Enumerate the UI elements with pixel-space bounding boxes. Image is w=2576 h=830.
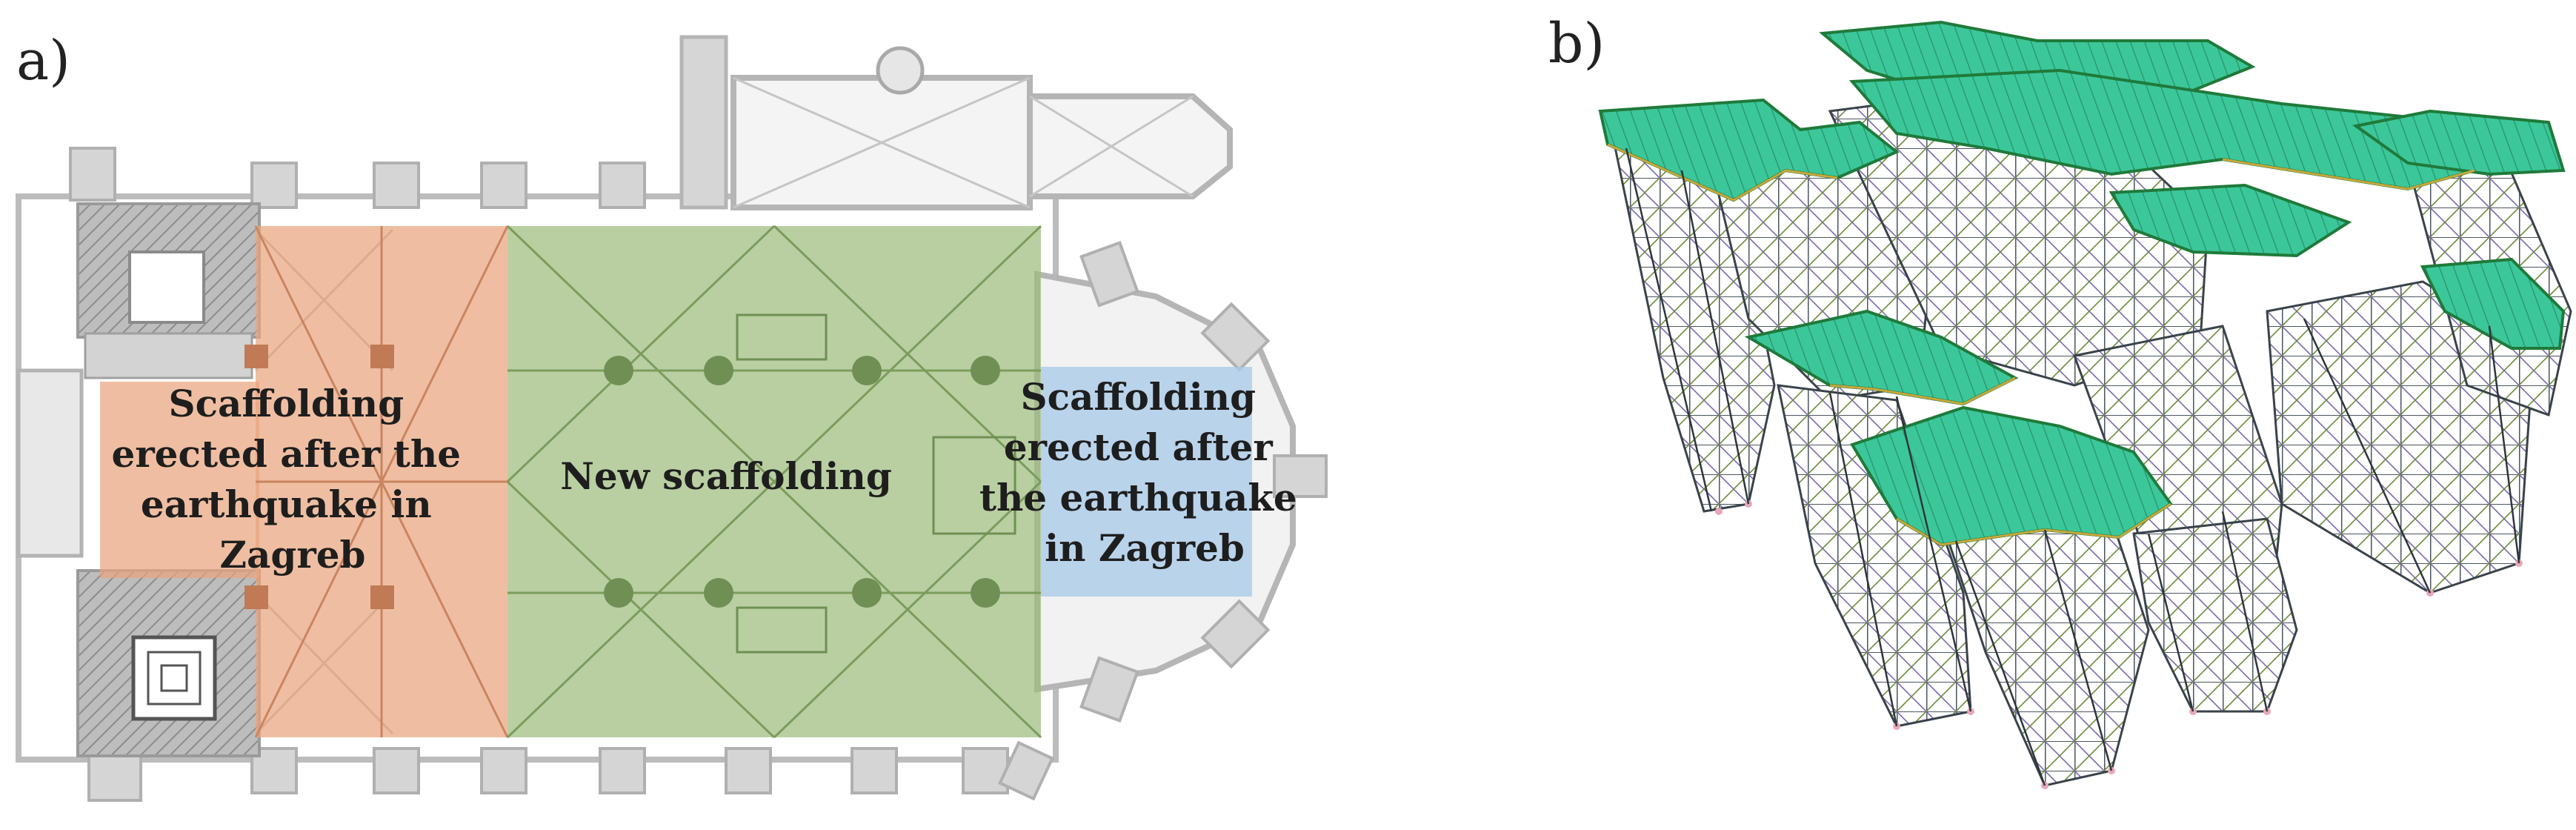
panel-a-label: a) [16, 29, 70, 93]
zone-east-label: Scaffolding erected after the earthquake… [979, 375, 1310, 570]
deck-east [2420, 257, 2566, 350]
scaffold-tower-front-mid [1939, 517, 2150, 787]
zone-west-label: Scaffolding erected after the earthquake… [112, 382, 474, 577]
deck-mid [2109, 183, 2352, 258]
scaffold-tower-front-right [2132, 517, 2298, 713]
zone-nave-label: New scaffolding [560, 454, 892, 498]
nave-piers [604, 356, 1000, 608]
nave-pews [736, 313, 1016, 654]
plan-apse-buttresses [1079, 240, 1328, 723]
zone-nave [506, 225, 1042, 739]
zone-west-aisle [100, 382, 259, 578]
zone-west [100, 225, 509, 738]
scaffold-standards [1625, 147, 2520, 786]
scaffold-decks [1598, 20, 2566, 547]
scaffold-model [1598, 20, 2572, 789]
deck-north-east [2352, 109, 2566, 176]
zone-east [1041, 367, 1252, 597]
plan-south-buttresses [87, 740, 1054, 802]
panel-b-label: b) [1548, 12, 1605, 76]
plan-north-buttresses [69, 147, 646, 209]
floor-plan: Scaffolding erected after the earthquake… [16, 35, 1328, 802]
plan-north-annex [1027, 93, 1233, 199]
plan-spiral-stair [131, 635, 217, 721]
